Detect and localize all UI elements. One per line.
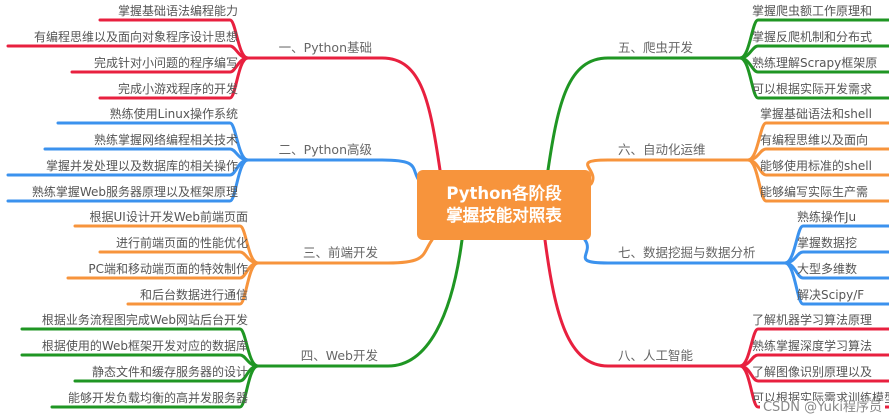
branch-label: 七、数据挖掘与数据分析 <box>618 245 756 260</box>
leaf-item[interactable]: 大型多维数 <box>797 261 857 276</box>
branch-1[interactable]: 一、Python基础 掌握基础语法编程能力有编程思维以及面向对象程序设计思想完成针… <box>6 3 442 172</box>
root-title-line2: 掌握技能对照表 <box>446 206 562 225</box>
watermark: CSDN @Yuki程序员 <box>759 401 885 415</box>
leaf-item[interactable]: 完成小游戏程序的开发 <box>118 81 238 96</box>
branch-8[interactable]: 八、人工智能了解机器学习算法原理熟练掌握深度学习算法了解图像识别原理以及可以根据… <box>543 238 889 409</box>
leaf-item[interactable]: 根据业务流程图完成Web网站后台开发 <box>42 312 248 327</box>
leaf-item[interactable]: 解决Scipy/F <box>797 288 864 302</box>
leaf-item[interactable]: 熟练掌握深度学习算法 <box>752 338 872 353</box>
leaf-connector <box>126 261 260 306</box>
leaf-item[interactable]: 掌握并发处理以及数据库的相关操作 <box>46 158 238 173</box>
branch-connector <box>246 158 422 184</box>
leaf-item[interactable]: 熟练掌握Web服务器原理以及框架原理 <box>32 184 238 199</box>
root-title-line1: Python各阶段 <box>446 184 562 203</box>
branch-2[interactable]: 二、Python高级 熟练使用Linux操作系统熟练掌握网络编程相关技术掌握并发处… <box>6 106 422 203</box>
leaf-item[interactable]: 熟练理解Scrapy框架原 <box>752 55 877 70</box>
branch-label: 五、爬虫开发 <box>618 40 694 55</box>
leaf-connector <box>738 364 889 409</box>
leaf-item[interactable]: 能够编写实际生产需 <box>760 184 868 199</box>
leaf-item[interactable]: 熟练掌握网络编程相关技术 <box>94 132 238 147</box>
leaf-item[interactable]: 掌握基础语法和shell <box>760 106 872 121</box>
branch-connector <box>546 56 742 172</box>
branch-connector <box>246 56 442 172</box>
leaf-item[interactable]: 和后台数据进行通信 <box>140 287 248 302</box>
leaf-item[interactable]: 了解机器学习算法原理 <box>752 312 872 327</box>
leaf-connector <box>98 56 250 100</box>
branch-label: 四、Web开发 <box>301 348 379 363</box>
leaf-item[interactable]: 能够开发负载均衡的高并发服务器 <box>68 390 248 405</box>
leaf-connector <box>783 261 889 306</box>
leaf-connector <box>6 158 250 203</box>
branch-5[interactable]: 五、爬虫开发 掌握爬虫额工作原理和掌握反爬机制和分布式熟练理解Scrapy框架原可… <box>546 3 889 172</box>
leaf-item[interactable]: 了解图像识别原理以及 <box>752 365 872 379</box>
branch-connector <box>543 238 742 368</box>
branch-label: 三、前端开发 <box>303 245 379 260</box>
branch-6[interactable]: 六、自动化运维 掌握基础语法和shell 有编程思维以及面向能够使用标准的shell… <box>586 106 889 203</box>
leaf-item[interactable]: 进行前端页面的性能优化 <box>116 235 248 250</box>
leaf-item[interactable]: 可以根据实际开发需求 <box>752 81 872 96</box>
leaf-item[interactable]: 熟练操作Ju <box>797 209 856 224</box>
leaf-connector <box>50 364 260 409</box>
leaf-connector <box>738 56 889 100</box>
leaf-item[interactable]: 能够使用标准的shell <box>760 158 872 173</box>
leaf-item[interactable]: 有编程思维以及面向对象程序设计思想 <box>34 29 238 44</box>
leaf-item[interactable]: 掌握爬虫额工作原理和 <box>752 3 872 18</box>
leaf-item[interactable]: 有编程思维以及面向 <box>760 132 868 147</box>
branch-connector <box>586 158 750 186</box>
branch-label: 八、人工智能 <box>618 348 694 363</box>
leaf-item[interactable]: PC端和移动端页面的特效制作 <box>88 261 248 276</box>
branch-4[interactable]: 四、Web开发 根据业务流程图完成Web网站后台开发根据使用的Web框架开发对应的… <box>20 238 464 409</box>
leaf-item[interactable]: 根据使用的Web框架开发对应的数据库 <box>42 338 248 353</box>
leaf-item[interactable]: 完成针对小问题的程序编写 <box>94 55 238 70</box>
leaf-item[interactable]: 掌握基础语法编程能力 <box>118 3 238 18</box>
leaf-item[interactable]: 根据UI设计开发Web前端页面 <box>90 209 249 224</box>
branch-connector <box>583 238 787 265</box>
branch-label: 六、自动化运维 <box>618 142 706 157</box>
branch-label: 二、Python高级 <box>279 142 373 157</box>
leaf-item[interactable]: 掌握反爬机制和分布式 <box>752 29 872 44</box>
leaf-connector <box>746 158 889 203</box>
branch-label: 一、Python基础 <box>279 40 372 55</box>
leaf-item[interactable]: 熟练使用Linux操作系统 <box>110 106 238 121</box>
leaf-item[interactable]: 静态文件和缓存服务器的设计 <box>92 364 248 379</box>
branch-connector <box>256 238 464 368</box>
root-node[interactable]: Python各阶段 掌握技能对照表 <box>417 170 591 240</box>
leaf-item[interactable]: 掌握数据挖 <box>797 235 857 250</box>
branch-connector <box>256 238 434 265</box>
